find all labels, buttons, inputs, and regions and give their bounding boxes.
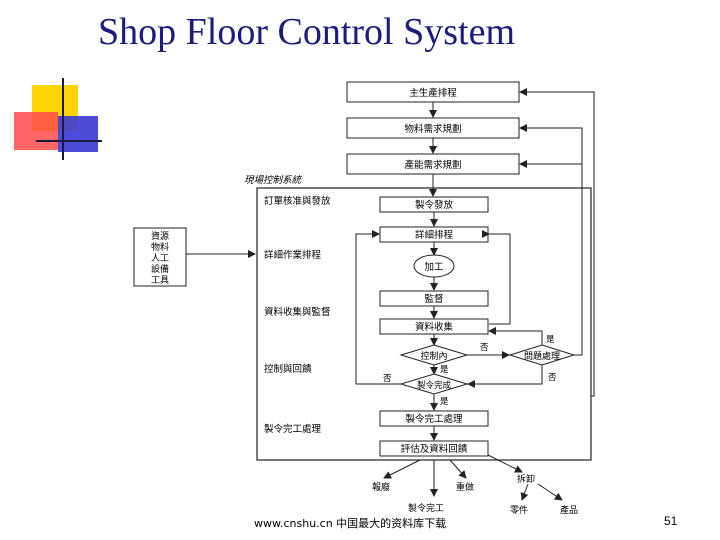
process-label: 製令完工處理	[405, 413, 463, 425]
red-decor-square	[14, 112, 58, 150]
decor-vertical-line	[62, 78, 64, 160]
arrow	[449, 459, 467, 479]
branch-label: 否	[548, 373, 557, 383]
page-number: 51	[664, 514, 678, 528]
footer-text: www.cnshu.cn 中国最大的资料库下载	[254, 517, 447, 530]
process-circle-label: 加工	[424, 262, 444, 273]
arrow	[520, 483, 529, 501]
branch-label: 是	[546, 335, 555, 345]
output-label: 報廢	[372, 481, 390, 493]
resources-label: 物料	[151, 241, 169, 253]
resources-box	[133, 227, 187, 287]
loop-line	[482, 230, 511, 325]
process-box-evaluation	[379, 440, 489, 457]
decision-label: 製令完成	[417, 380, 452, 391]
top-box-label: 主生產排程	[409, 87, 457, 99]
step-label: 控制與回饋	[264, 363, 312, 375]
arrow	[383, 459, 421, 479]
resources-label: 資源	[151, 230, 169, 242]
decision-label: 問題處理	[524, 350, 560, 362]
resources-label: 設備	[151, 263, 169, 275]
system-label: 現場控制系統	[244, 175, 303, 186]
blue-decor-square	[58, 116, 98, 152]
branch-label: 是	[440, 397, 449, 407]
arrow	[537, 483, 563, 501]
top-box-label: 產能需求規劃	[404, 159, 461, 171]
decor-horizontal-line	[36, 140, 102, 142]
process-label: 製令發放	[415, 199, 454, 211]
branch-label: 是	[440, 365, 449, 375]
decision-label: 控制內	[420, 350, 447, 362]
shop-floor-frame	[256, 187, 592, 461]
step-label: 資料收集與監督	[264, 306, 331, 318]
top-box-label: 物料需求規劃	[404, 123, 461, 135]
output-label: 製令完工	[408, 502, 444, 514]
process-label: 監督	[424, 293, 443, 305]
step-label: 詳細作業排程	[264, 249, 322, 261]
feedback-line	[519, 88, 595, 397]
resources-label: 工具	[151, 275, 169, 286]
resources-label: 人工	[151, 253, 169, 264]
feedback-line	[519, 124, 583, 356]
output-label: 產品	[560, 504, 578, 516]
arrow	[487, 454, 523, 473]
step-label: 訂單核准與發放	[264, 195, 331, 207]
process-label: 評估及資料回饋	[401, 443, 468, 455]
process-label: 詳細排程	[415, 229, 454, 241]
step-label: 製令完工處理	[264, 423, 322, 435]
arrow	[467, 365, 543, 388]
arrow	[355, 230, 401, 385]
branch-label: 否	[480, 343, 489, 353]
output-label: 零件	[510, 504, 528, 516]
branch-label: 否	[383, 374, 392, 384]
output-label: 重做	[456, 481, 474, 493]
arrow	[488, 327, 543, 345]
process-label: 資料收集	[415, 321, 454, 333]
output-label: 拆卸	[517, 473, 535, 485]
slide-title: Shop Floor Control System	[98, 11, 515, 53]
